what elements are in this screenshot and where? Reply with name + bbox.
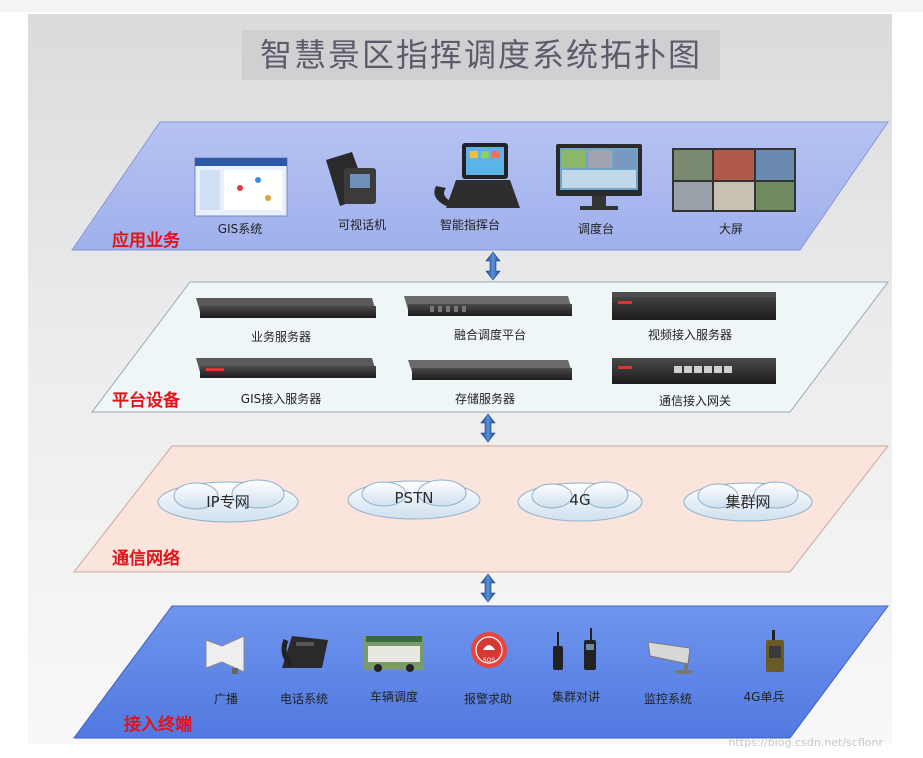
business-server-icon xyxy=(196,298,376,318)
link-arrow-icon xyxy=(480,413,496,443)
sos-alarm-icon: SOS xyxy=(471,632,507,668)
layer-label-network: 通信网络 xyxy=(112,549,180,569)
item-label-monitoring-system: 监控系统 xyxy=(643,692,692,706)
broadcast-speaker-icon xyxy=(205,635,245,674)
item-label-gis-access-server: GIS接入服务器 xyxy=(240,392,322,406)
link-arrow-icon xyxy=(480,573,496,603)
item-label-gis: GIS系统 xyxy=(217,222,263,236)
item-label-vehicle-dispatch: 车辆调度 xyxy=(369,690,418,704)
item-label-video-wall: 大屏 xyxy=(718,222,743,236)
cloud-ip-network-icon xyxy=(157,479,299,523)
storage-server-icon xyxy=(408,360,572,380)
layer-label-application: 应用业务 xyxy=(112,231,180,251)
dispatch-console-icon xyxy=(556,144,642,210)
video-wall-icon xyxy=(672,148,796,212)
cloud-trunking-network-icon xyxy=(683,481,813,522)
sightseeing-car-icon xyxy=(364,636,424,672)
item-label-trunking-intercom: 集群对讲 xyxy=(551,690,600,704)
fusion-dispatch-platform-icon xyxy=(404,296,572,316)
item-label-communication-gateway: 通信接入网关 xyxy=(658,394,731,408)
surveillance-camera-icon xyxy=(647,641,692,674)
top-strip xyxy=(0,0,923,12)
walkie-talkie-icon xyxy=(553,628,596,670)
gis-access-server-icon xyxy=(196,358,376,378)
item-label-alarm-help: 报警求助 xyxy=(463,692,512,706)
link-arrow-icon xyxy=(485,251,501,281)
smart-console-icon xyxy=(434,143,520,208)
item-label-video-access-server: 视频接入服务器 xyxy=(647,328,732,342)
sos-text: SOS xyxy=(483,657,496,664)
item-label-storage-server: 存储服务器 xyxy=(454,392,515,406)
layer-terminal-plane xyxy=(73,605,889,739)
cloud-label-4g: 4G xyxy=(569,491,591,509)
cloud-label-trunking-network: 集群网 xyxy=(725,493,771,511)
item-label-broadcast: 广播 xyxy=(213,692,238,706)
item-label-video-phone: 可视话机 xyxy=(337,218,386,232)
item-label-telephone-system: 电话系统 xyxy=(279,692,328,706)
video-phone-icon xyxy=(326,152,376,206)
cloud-label-ip-network: IP专网 xyxy=(206,493,250,511)
video-access-server-icon xyxy=(612,292,776,320)
page-title: 智慧景区指挥调度系统拓扑图 xyxy=(242,30,720,80)
item-label-business-server: 业务服务器 xyxy=(250,330,311,344)
item-label-4g-body-camera: 4G单兵 xyxy=(743,690,785,704)
watermark: https://blog.csdn.net/scflonr xyxy=(728,736,883,749)
item-label-dispatch-console: 调度台 xyxy=(577,222,614,236)
cloud-label-pstn: PSTN xyxy=(394,489,434,507)
item-label-fusion-platform: 融合调度平台 xyxy=(453,328,526,342)
layer-label-terminal: 接入终端 xyxy=(124,715,192,735)
item-label-smart-console: 智能指挥台 xyxy=(439,218,500,232)
cloud-pstn-icon xyxy=(347,479,481,520)
cloud-4g-icon xyxy=(517,481,643,522)
gis-system-icon xyxy=(194,157,288,217)
layer-label-platform: 平台设备 xyxy=(112,391,180,411)
communication-gateway-icon xyxy=(612,358,776,384)
layer-network-plane xyxy=(72,445,890,573)
telephone-icon xyxy=(281,636,328,668)
4g-body-camera-icon xyxy=(766,630,784,672)
